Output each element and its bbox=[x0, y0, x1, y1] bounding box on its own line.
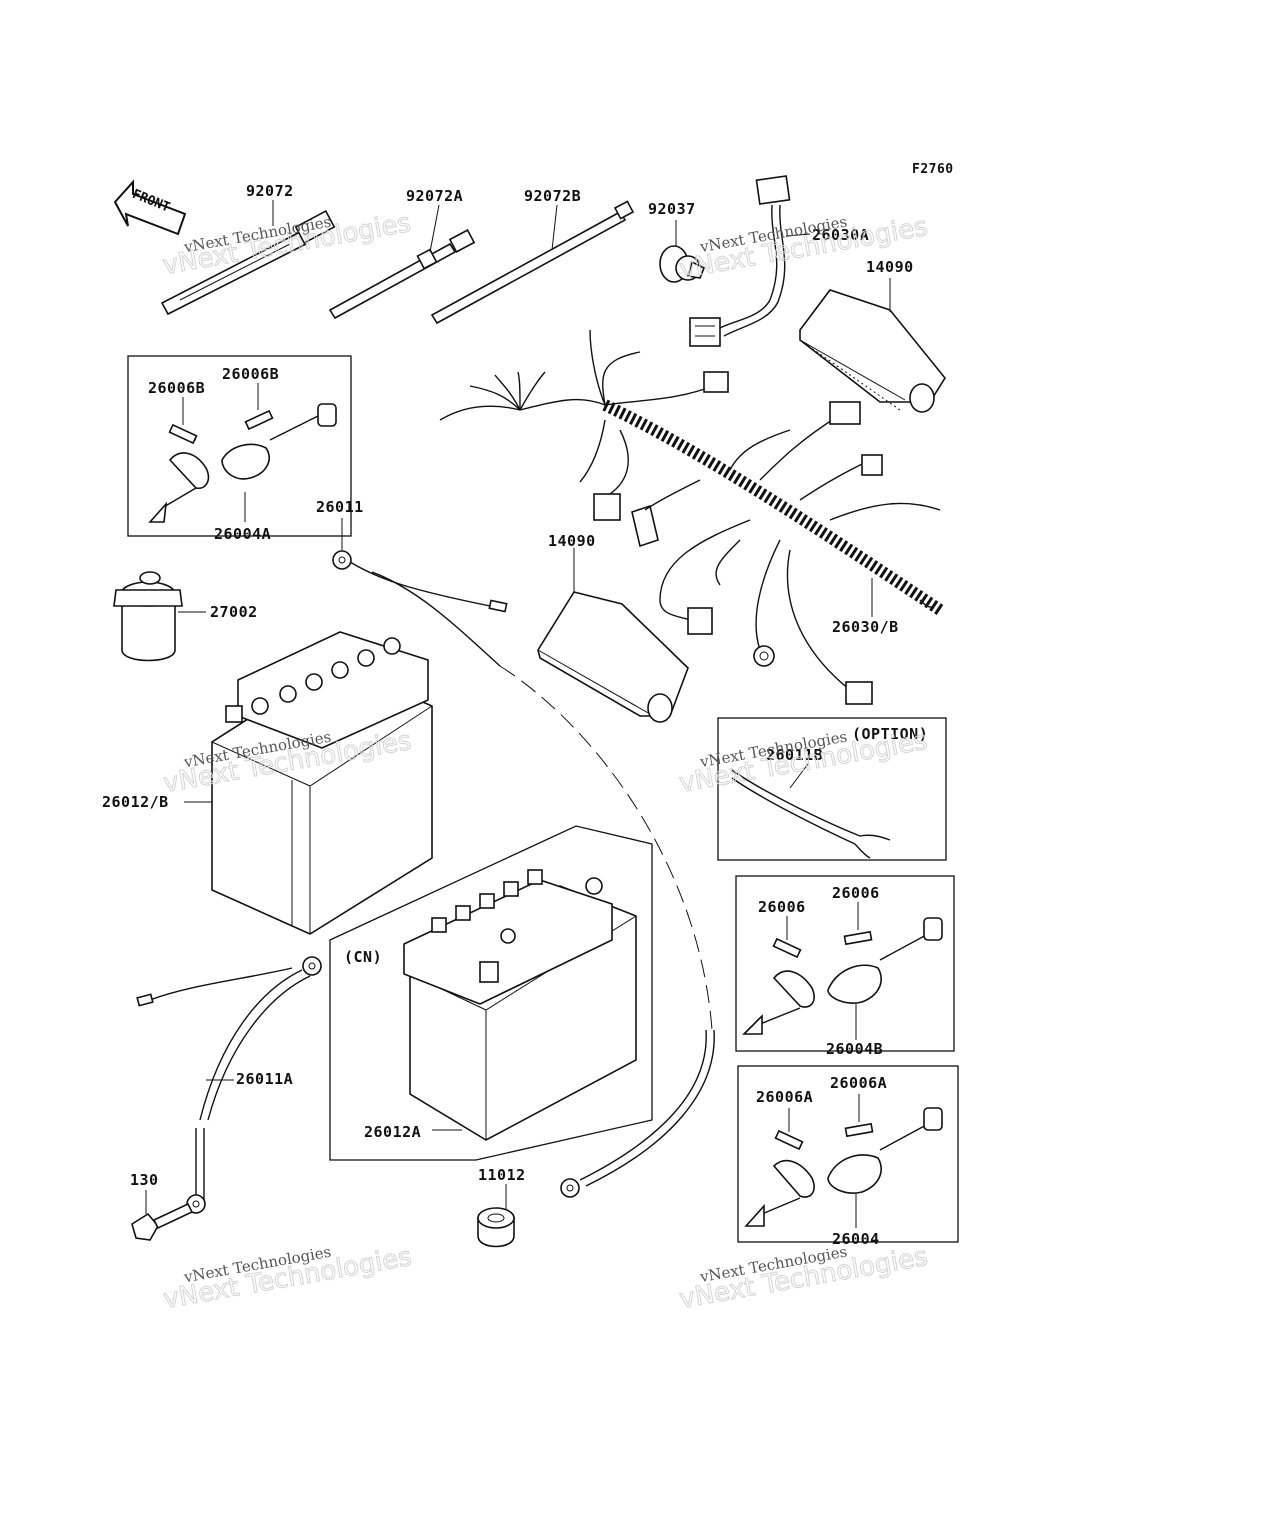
front-arrow-icon: FRONT bbox=[113, 179, 187, 236]
clamp-92037 bbox=[659, 245, 706, 283]
cover-14090-top bbox=[799, 289, 946, 413]
label-26006b-left: 26006B bbox=[148, 379, 205, 397]
label-26011: 26011 bbox=[316, 498, 364, 516]
fuse-holder-26004 bbox=[744, 1107, 943, 1227]
label-92037: 92037 bbox=[648, 200, 696, 218]
relay-27002 bbox=[113, 571, 183, 662]
cable-tie-92072 bbox=[160, 209, 336, 316]
cable-tie-92072b bbox=[430, 200, 635, 325]
figure-code: F2760 bbox=[912, 162, 954, 177]
battery-26012b bbox=[211, 631, 433, 935]
label-26004: 26004 bbox=[832, 1230, 880, 1248]
label-27002: 27002 bbox=[210, 603, 258, 621]
cable-26011 bbox=[332, 550, 713, 1031]
group-box-option bbox=[717, 717, 947, 861]
label-26030a: 26030A bbox=[812, 226, 869, 244]
label-11012: 11012 bbox=[478, 1166, 526, 1184]
label-26012b: 26012/B bbox=[102, 793, 169, 811]
group-box-26004b bbox=[735, 875, 955, 1052]
label-26011a: 26011A bbox=[236, 1070, 293, 1088]
cable-26011a bbox=[136, 956, 322, 1214]
nut-11012 bbox=[477, 1207, 515, 1248]
label-26030b: 26030/B bbox=[832, 618, 899, 636]
sub-harness-26030a bbox=[689, 175, 791, 347]
watermark-1: vNext Technologies vNext Technologies bbox=[160, 207, 414, 281]
label-26012a: 26012A bbox=[364, 1123, 421, 1141]
label-14090-top: 14090 bbox=[866, 258, 914, 276]
label-26006-right: 26006 bbox=[832, 884, 880, 902]
label-92072a: 92072A bbox=[406, 187, 463, 205]
label-26006a-left: 26006A bbox=[756, 1088, 813, 1106]
label-26006a-right: 26006A bbox=[830, 1074, 887, 1092]
fuse-holder-26004a bbox=[148, 403, 337, 523]
label-26006-left: 26006 bbox=[758, 898, 806, 916]
watermark-5: vNext Technologies vNext Technologies bbox=[161, 1241, 415, 1315]
label-26004a: 26004A bbox=[214, 525, 271, 543]
label-26006b-right: 26006B bbox=[222, 365, 279, 383]
group-box-26004a bbox=[127, 355, 352, 537]
group-box-cn bbox=[329, 825, 653, 1161]
label-92072: 92072 bbox=[246, 182, 294, 200]
label-cn: (CN) bbox=[344, 948, 382, 966]
label-26004b: 26004B bbox=[826, 1040, 883, 1058]
label-option: (OPTION) bbox=[852, 725, 928, 743]
label-92072b: 92072B bbox=[524, 187, 581, 205]
cable-26011b bbox=[731, 769, 891, 859]
cover-14090-mid bbox=[537, 591, 689, 723]
label-26011b: 26011B bbox=[766, 746, 823, 764]
battery-26012a bbox=[403, 869, 637, 1141]
main-harness-26030b bbox=[439, 329, 944, 705]
bolt-130 bbox=[131, 1202, 194, 1241]
label-14090-mid: 14090 bbox=[548, 532, 596, 550]
cable-tie-92072a bbox=[328, 229, 476, 320]
group-box-26004 bbox=[737, 1065, 959, 1243]
fuse-holder-26004b bbox=[742, 917, 943, 1035]
label-130: 130 bbox=[130, 1171, 159, 1189]
cable-battery-right bbox=[560, 1029, 715, 1198]
